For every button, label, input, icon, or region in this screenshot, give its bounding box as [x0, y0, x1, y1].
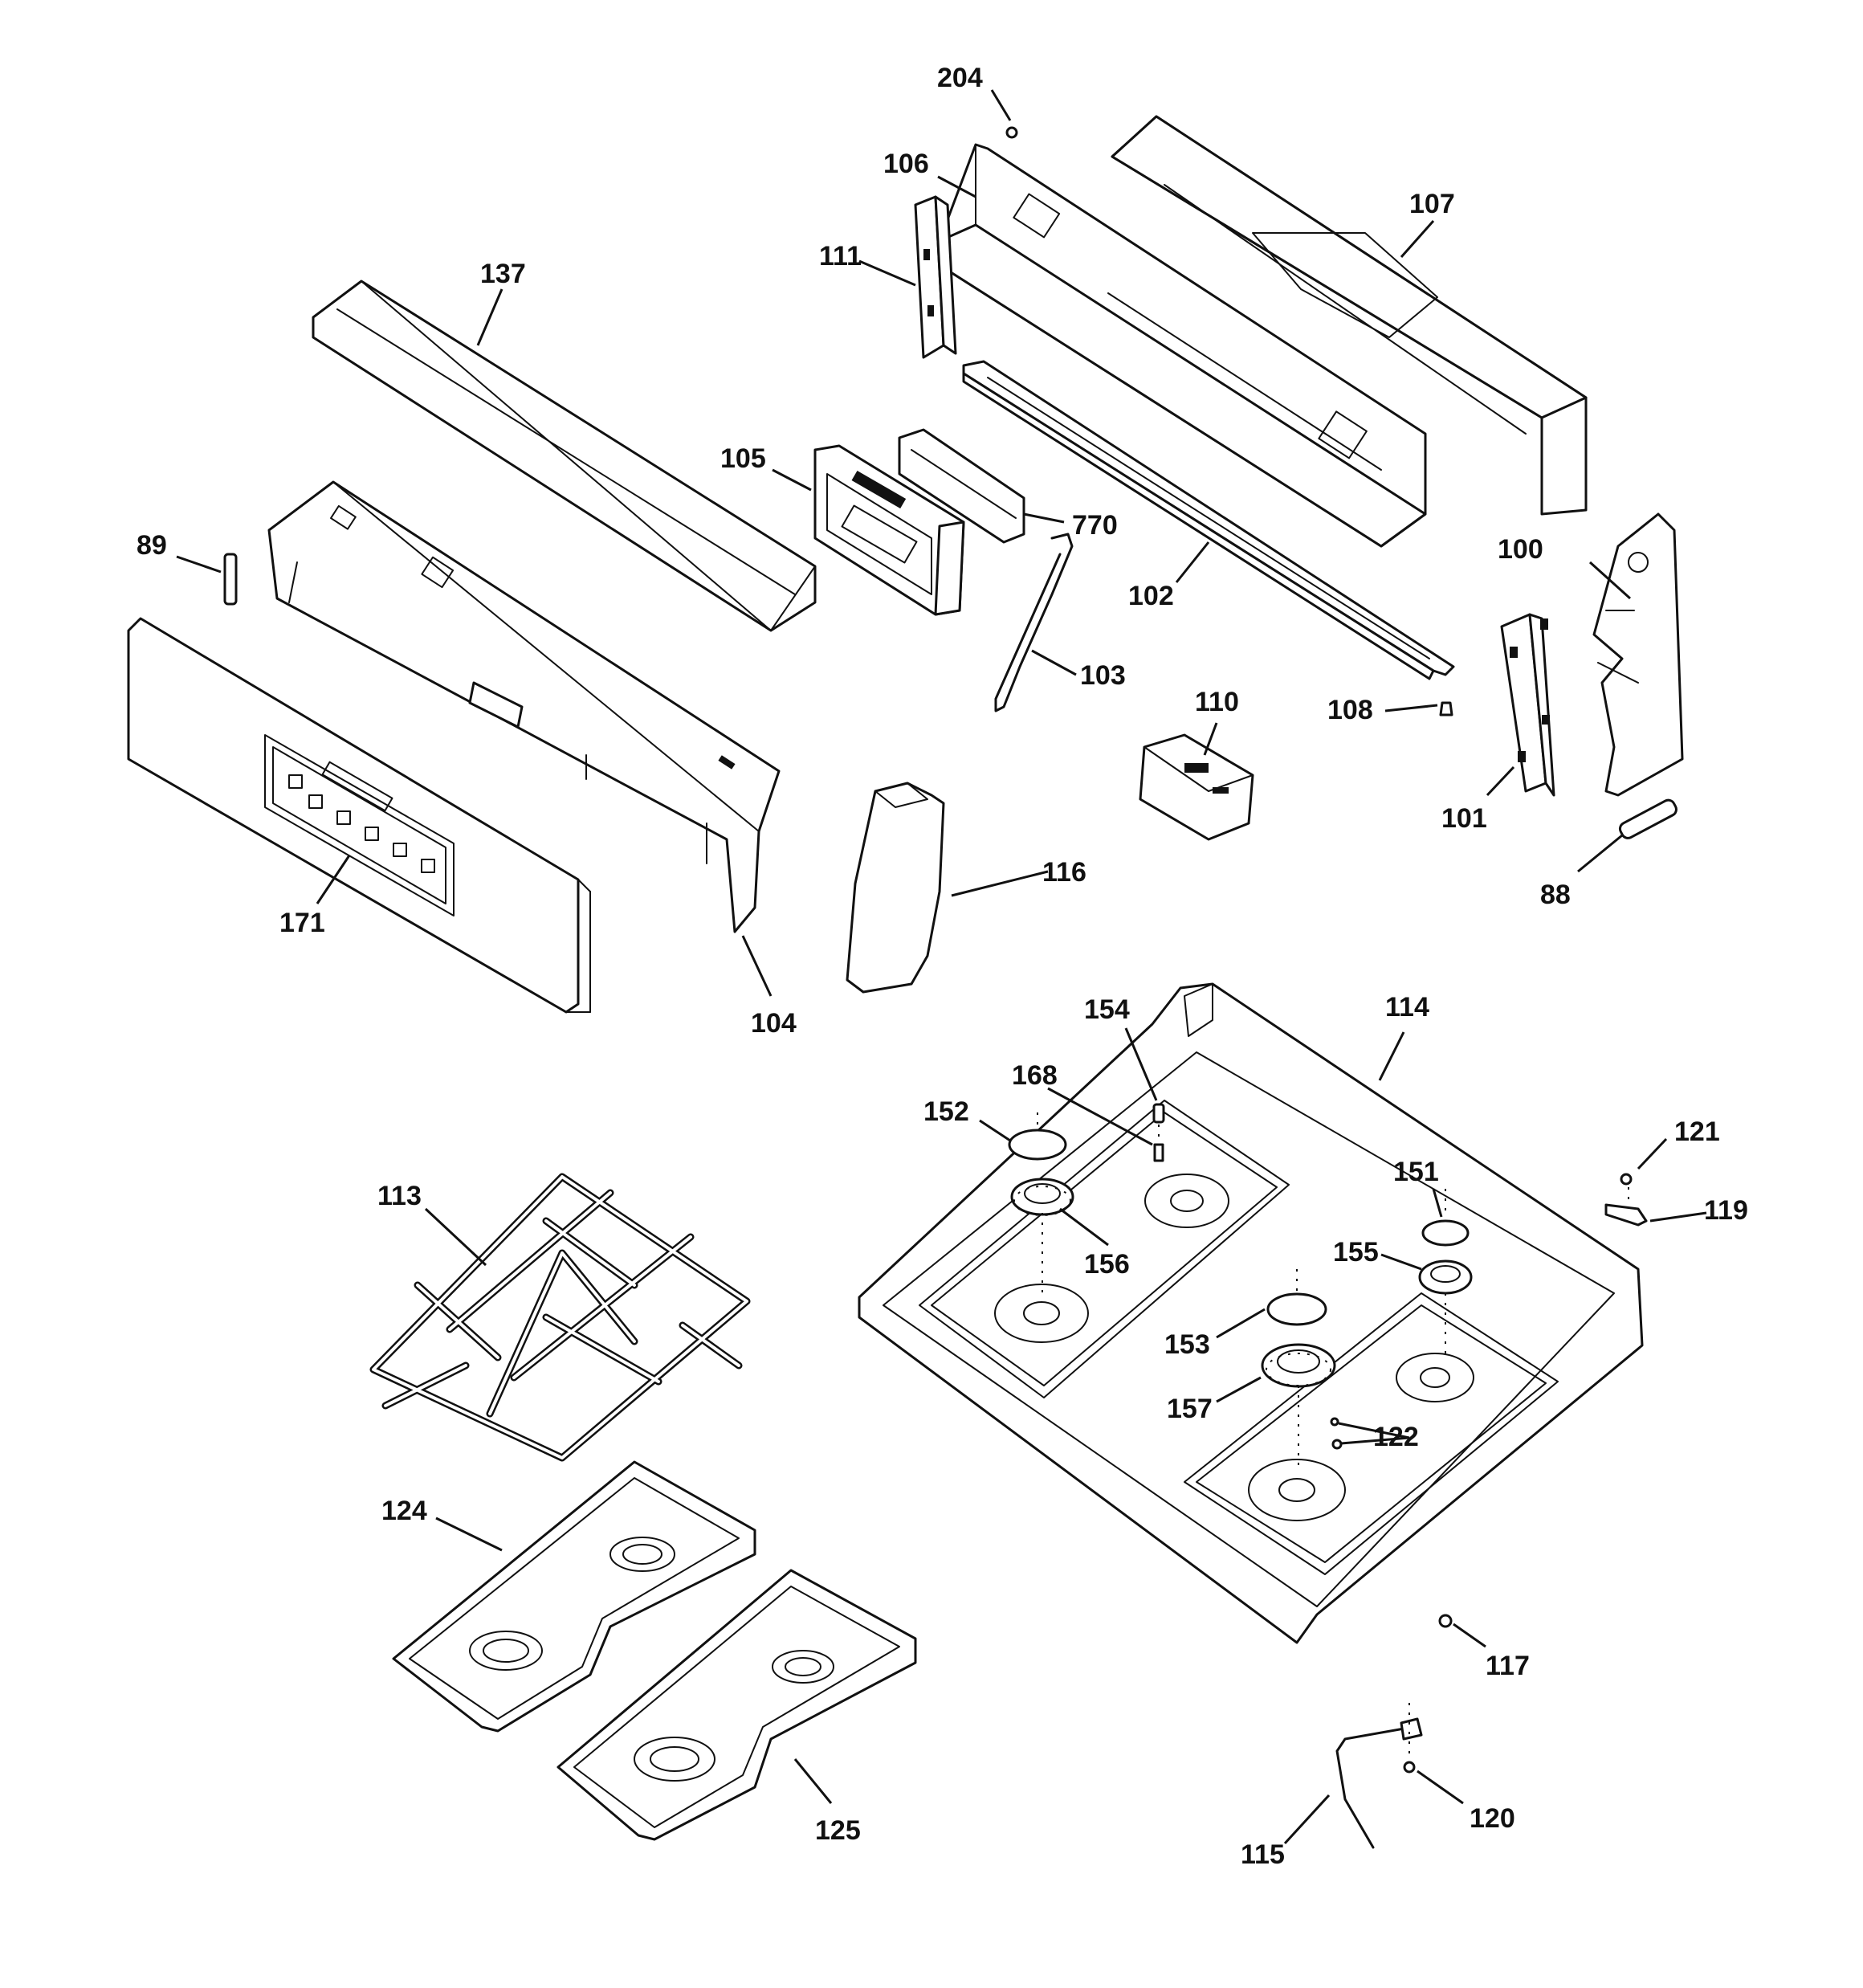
callout-168: 168 [1012, 1060, 1058, 1091]
callout-100: 100 [1498, 534, 1543, 565]
part-106-backsplash-panel [938, 143, 1427, 548]
part-125-drip-pan [556, 1569, 917, 1841]
assembly-dashed-lines [1037, 1112, 1629, 1759]
part-770-cover [898, 428, 1025, 544]
part-122-clip [1330, 1417, 1343, 1450]
callout-157: 157 [1167, 1394, 1213, 1424]
part-114-cooktop [858, 982, 1644, 1644]
part-100-side-panel [1592, 512, 1684, 797]
callout-152: 152 [923, 1096, 969, 1127]
callout-119: 119 [1704, 1195, 1748, 1226]
part-111-left-bracket [914, 195, 957, 359]
callout-125: 125 [815, 1815, 861, 1846]
part-89-clip [223, 553, 238, 606]
part-105-control-board [813, 444, 965, 616]
part-113-grate [369, 1173, 751, 1462]
part-121-screw [1620, 1173, 1633, 1186]
callout-113: 113 [377, 1181, 422, 1211]
callout-115: 115 [1241, 1839, 1285, 1870]
callout-103: 103 [1080, 660, 1126, 691]
part-104-manifold-panel [267, 480, 781, 933]
part-103-bracket [994, 533, 1074, 712]
part-120-screw [1403, 1761, 1416, 1774]
callout-88: 88 [1540, 880, 1571, 910]
callout-102: 102 [1128, 581, 1174, 611]
callout-111: 111 [819, 241, 862, 271]
callout-156: 156 [1084, 1249, 1130, 1280]
callout-101: 101 [1441, 803, 1487, 834]
part-115-lever [1335, 1717, 1423, 1849]
callout-106: 106 [883, 149, 929, 179]
part-110-terminal-block [1139, 733, 1254, 841]
callout-154: 154 [1084, 994, 1130, 1025]
part-156-burner-base [1010, 1178, 1074, 1216]
callout-204: 204 [937, 63, 983, 93]
callout-116: 116 [1042, 857, 1086, 888]
part-137-top-trim [312, 280, 817, 632]
callout-122: 122 [1373, 1422, 1419, 1452]
callout-114: 114 [1385, 992, 1429, 1023]
part-107-rear-cover [1111, 115, 1588, 516]
callout-107: 107 [1409, 189, 1455, 219]
callout-124: 124 [381, 1496, 427, 1526]
callout-110: 110 [1195, 687, 1239, 717]
part-153-burner-cap [1266, 1292, 1327, 1326]
callout-89: 89 [137, 530, 167, 561]
callout-171: 171 [279, 908, 325, 938]
part-168-orifice [1153, 1143, 1164, 1162]
part-155-burner-base [1418, 1259, 1473, 1295]
callout-770: 770 [1072, 510, 1118, 541]
part-157-burner-base [1261, 1343, 1336, 1388]
callout-153: 153 [1164, 1329, 1210, 1360]
part-108-screw [1439, 701, 1453, 716]
callout-120: 120 [1470, 1803, 1515, 1834]
part-116-side-trim [846, 782, 945, 994]
part-124-drip-pan [392, 1460, 756, 1733]
callout-117: 117 [1486, 1651, 1530, 1681]
callout-151: 151 [1393, 1157, 1439, 1187]
part-119-bracket [1604, 1203, 1648, 1227]
leader-lines [176, 89, 1707, 1845]
part-88-clip [1618, 798, 1678, 839]
callout-108: 108 [1327, 695, 1373, 725]
callout-121: 121 [1674, 1116, 1720, 1147]
part-151-burner-cap [1421, 1219, 1470, 1247]
part-102-trim-channel [962, 360, 1455, 680]
part-171-control-panel [127, 617, 591, 1014]
part-154-orifice [1152, 1103, 1165, 1124]
part-101-right-bracket [1500, 613, 1555, 797]
callout-155: 155 [1333, 1237, 1379, 1268]
part-152-burner-cap [1008, 1129, 1067, 1161]
callout-labels: 204 106 107 111 137 105 770 89 102 100 1… [137, 63, 1748, 1870]
callout-105: 105 [720, 443, 766, 474]
part-117-grommet [1438, 1614, 1453, 1628]
part-204-screw [1005, 126, 1018, 139]
callout-104: 104 [751, 1008, 797, 1039]
callout-137: 137 [480, 259, 526, 289]
